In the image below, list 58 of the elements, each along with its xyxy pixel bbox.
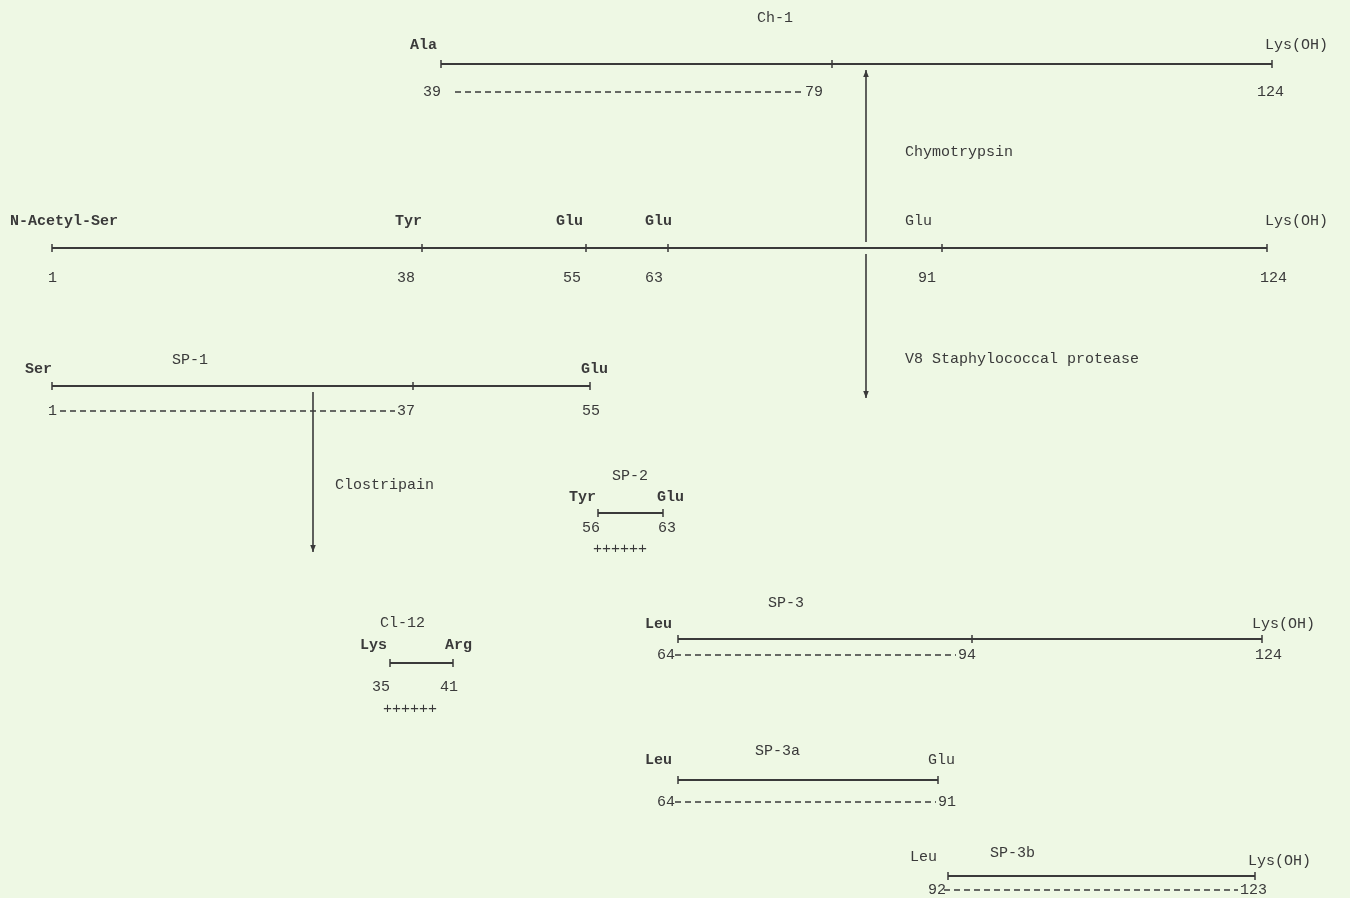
position-number: 123: [1240, 882, 1267, 898]
position-number: 55: [563, 270, 581, 286]
position-number: 37: [397, 403, 415, 419]
residue-label: Lys(OH): [1252, 616, 1315, 632]
residue-label: Glu: [928, 752, 955, 768]
residue-label: Ser: [25, 361, 52, 377]
position-number: 63: [658, 520, 676, 536]
position-number: 91: [938, 794, 956, 810]
position-number: 63: [645, 270, 663, 286]
edge-label: Clostripain: [335, 477, 435, 493]
residue-label: Leu: [910, 849, 937, 865]
position-number: 92: [928, 882, 946, 898]
residue-label: Lys(OH): [1265, 37, 1328, 53]
fragment-name: SP-3: [768, 595, 804, 611]
position-number: 124: [1260, 270, 1287, 286]
residue-label: Lys(OH): [1265, 213, 1328, 229]
residue-label: Arg: [445, 637, 472, 653]
fragment-name: SP-1: [172, 352, 208, 368]
fragment-name: Cl-12: [380, 615, 425, 631]
position-number: 41: [440, 679, 458, 695]
position-number: 1: [48, 270, 57, 286]
arrow: [863, 69, 869, 243]
residue-label: Lys: [360, 637, 387, 653]
residue-label: Tyr: [395, 213, 422, 229]
position-number: 64: [657, 794, 675, 810]
arrow: [863, 253, 869, 399]
edge-label: V8 Staphylococcal protease: [905, 351, 1140, 367]
position-number: 124: [1255, 647, 1282, 663]
position-number: 79: [805, 84, 823, 100]
edge-label: Chymotrypsin: [905, 144, 1014, 160]
arrow: [310, 391, 316, 553]
position-number: 39: [423, 84, 441, 100]
charge-marks: ++++++: [383, 701, 437, 717]
position-number: 1: [48, 403, 57, 419]
position-number: 38: [397, 270, 415, 286]
residue-label: Lys(OH): [1248, 853, 1311, 869]
residue-label: Glu: [556, 213, 583, 229]
position-number: 91: [918, 270, 936, 286]
fragment-name: SP-2: [612, 468, 648, 484]
position-number: 124: [1257, 84, 1284, 100]
residue-label: Glu: [581, 361, 608, 377]
charge-marks: ++++++: [593, 541, 647, 557]
residue-label: Glu: [645, 213, 672, 229]
fragment-name: SP-3b: [990, 845, 1035, 861]
position-number: 94: [958, 647, 976, 663]
position-number: 56: [582, 520, 600, 536]
fragment-name: SP-3a: [755, 743, 800, 759]
fragment-name: Ch-1: [757, 10, 793, 26]
position-number: 35: [372, 679, 390, 695]
residue-label: Glu: [905, 213, 932, 229]
position-number: 55: [582, 403, 600, 419]
residue-label: N-Acetyl-Ser: [10, 213, 119, 229]
residue-label: Leu: [645, 616, 672, 632]
position-number: 64: [657, 647, 675, 663]
residue-label: Leu: [645, 752, 672, 768]
residue-label: Ala: [410, 37, 437, 53]
residue-label: Tyr: [569, 489, 596, 505]
residue-label: Glu: [657, 489, 684, 505]
